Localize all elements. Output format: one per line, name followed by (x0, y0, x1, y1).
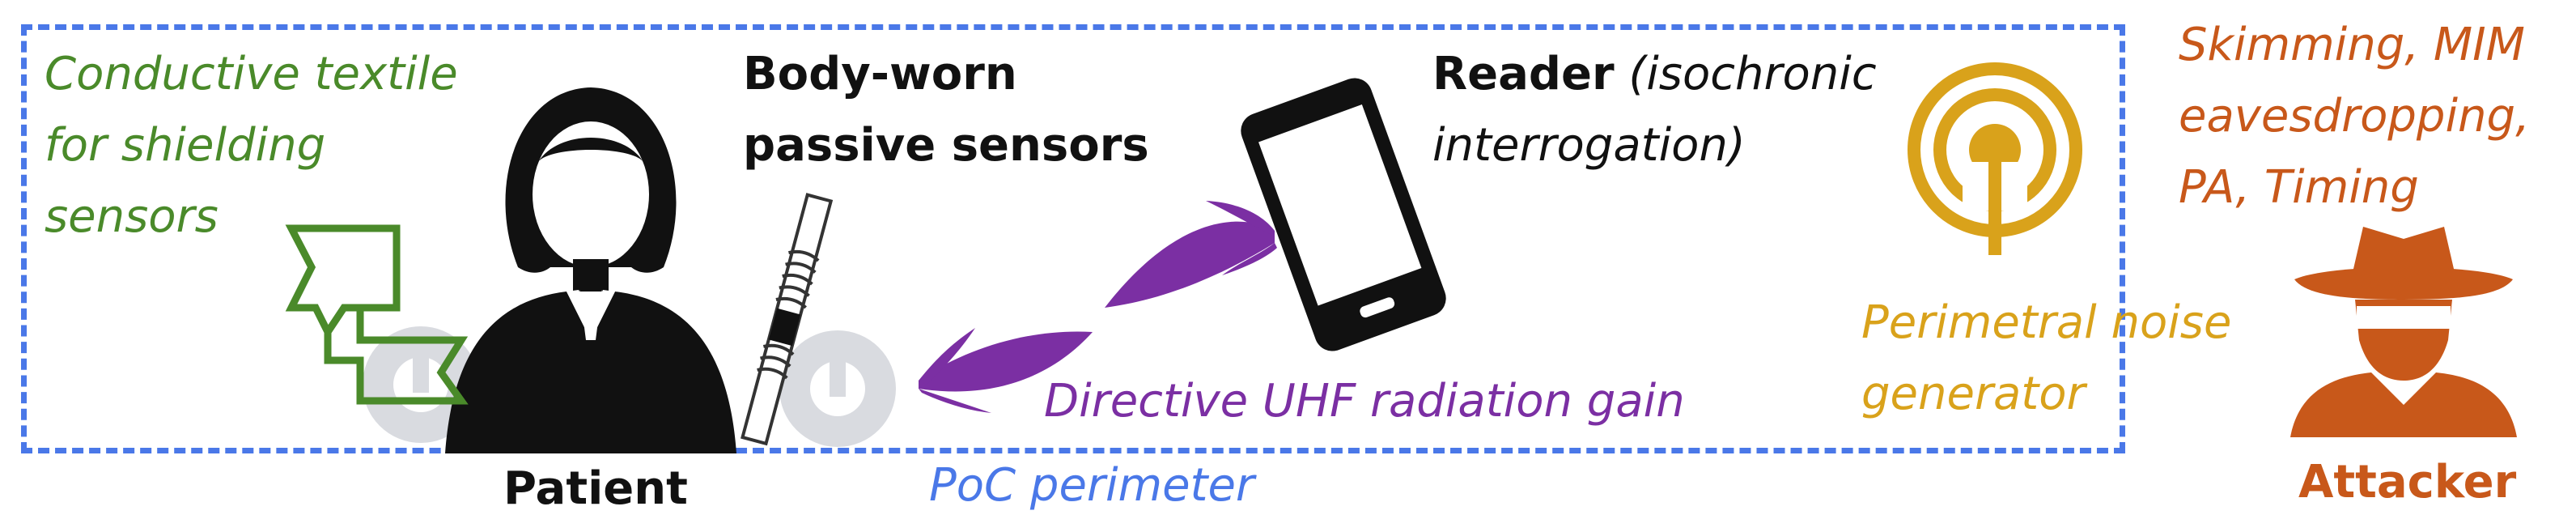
perimeter-label: PoC perimeter (929, 459, 1254, 512)
radiation-beam-icon (919, 328, 1093, 413)
smartphone-icon (1241, 78, 1446, 351)
shielding-label: Conductive textile for shielding sensors (45, 39, 458, 253)
attacks-label-line1: Skimming, MIM (2179, 19, 2525, 71)
attacks-label-line2: eavesdropping, (2179, 90, 2530, 143)
sensors-label-line1: Body-worn (743, 48, 1017, 100)
noise-generator-label: Perimetral noise generator (1861, 287, 2231, 430)
radiation-label: Directive UHF radiation gain (1044, 375, 1685, 428)
attacker-label: Attacker (2298, 456, 2517, 509)
reader-label-bold: Reader (1432, 48, 1615, 100)
antenna-icon (1908, 62, 2082, 255)
shielding-label-line1: Conductive textile (45, 48, 458, 100)
reader-label: Reader (isochronic interrogation) (1432, 39, 1877, 181)
shield-flag-icon (285, 224, 469, 405)
shielding-label-line3: sensors (45, 190, 219, 243)
poc-perimeter-border (21, 24, 2125, 453)
reader-label-line2: interrogation) (1432, 119, 1746, 172)
patient-label: Patient (503, 462, 688, 515)
noise-generator-label-line1: Perimetral noise (1861, 296, 2232, 349)
sensors-label: Body-worn passive sensors (743, 39, 1149, 181)
sensor-disc-icon (779, 330, 896, 447)
reader-label-italic: (isochronic (1628, 48, 1877, 100)
sensors-label-line2: passive sensors (743, 119, 1149, 172)
shielding-label-line2: for shielding (45, 119, 326, 172)
noise-generator-label-line2: generator (1861, 368, 2086, 420)
radiation-beam-icon (1105, 201, 1277, 308)
reader-label-line1: Reader (isochronic (1432, 39, 1877, 110)
attacks-label-line3: PA, Timing (2179, 161, 2419, 214)
sensor-tag-icon (741, 193, 834, 446)
attacks-label: Skimming, MIM eavesdropping, PA, Timing (2179, 10, 2530, 223)
patient-icon (445, 87, 736, 453)
attacker-icon (2290, 227, 2517, 437)
